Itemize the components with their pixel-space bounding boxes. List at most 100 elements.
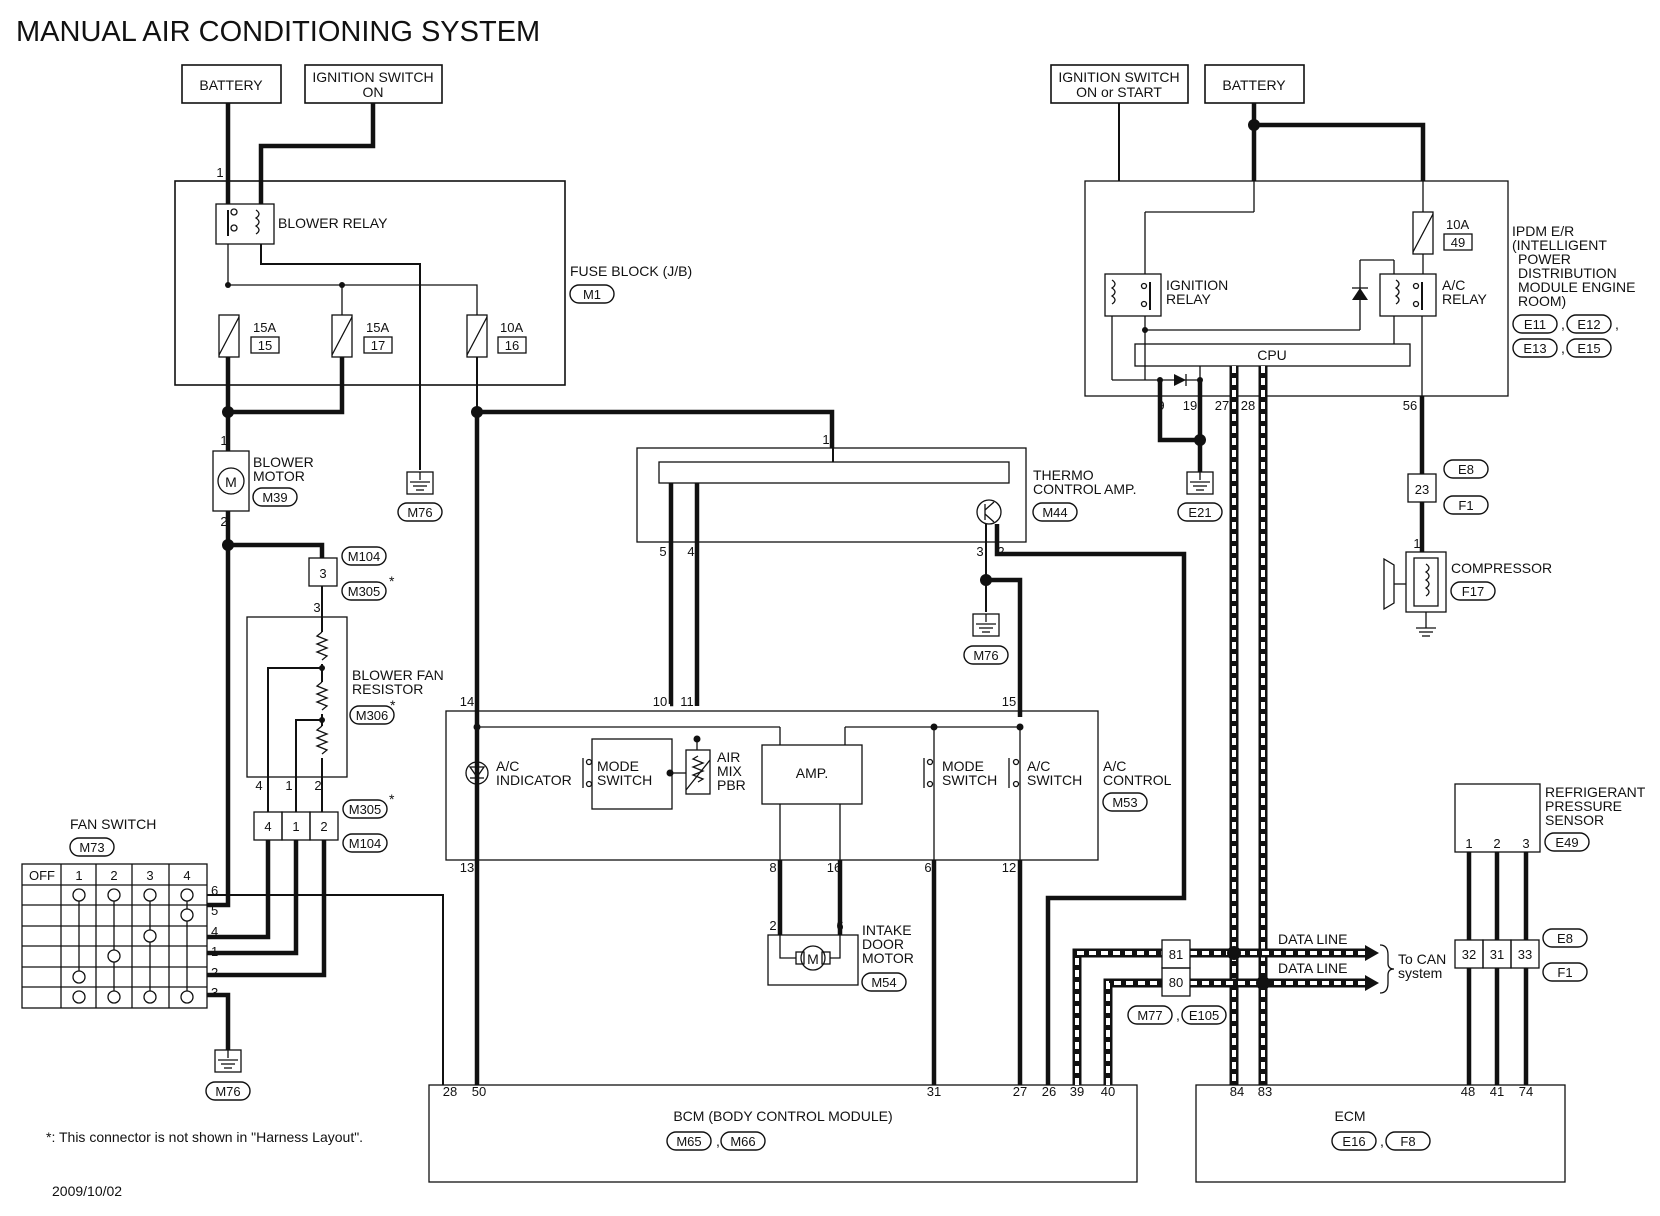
svg-text:A/C: A/C bbox=[1103, 758, 1126, 774]
svg-text:27: 27 bbox=[1013, 1084, 1027, 1099]
svg-text:OFF: OFF bbox=[29, 868, 55, 883]
svg-text:E8: E8 bbox=[1557, 931, 1573, 946]
svg-text:1: 1 bbox=[1413, 536, 1420, 551]
svg-text:E8: E8 bbox=[1458, 462, 1474, 477]
thermo-control-amp: 1 THERMO CONTROL AMP. M44 5 4 3 2 bbox=[636, 432, 1136, 559]
svg-text:11: 11 bbox=[680, 694, 694, 709]
svg-text:M39: M39 bbox=[262, 490, 287, 505]
svg-text:4: 4 bbox=[211, 924, 218, 939]
svg-text:REFRIGERANT: REFRIGERANT bbox=[1545, 784, 1646, 800]
svg-text:F1: F1 bbox=[1458, 498, 1473, 513]
svg-text:E11: E11 bbox=[1524, 317, 1546, 332]
svg-text:1: 1 bbox=[211, 944, 218, 959]
ground-symbol-e21: E21 bbox=[1177, 471, 1223, 522]
svg-text:MIX: MIX bbox=[717, 763, 743, 779]
footnote: *: This connector is not shown in "Harne… bbox=[46, 1129, 363, 1145]
svg-text:16: 16 bbox=[505, 338, 519, 353]
svg-text:A/C: A/C bbox=[1027, 758, 1050, 774]
svg-text:1: 1 bbox=[75, 868, 82, 883]
svg-text:SWITCH: SWITCH bbox=[1027, 772, 1082, 788]
blower-fan-resistor: BLOWER FAN RESISTOR M306 * 4 1 2 bbox=[246, 586, 444, 812]
svg-text:BCM (BODY CONTROL MODULE): BCM (BODY CONTROL MODULE) bbox=[673, 1108, 892, 1124]
svg-text:6: 6 bbox=[836, 918, 843, 933]
svg-text:PBR: PBR bbox=[717, 777, 746, 793]
svg-text:E49: E49 bbox=[1555, 835, 1578, 850]
svg-text:M77: M77 bbox=[1137, 1008, 1162, 1023]
svg-text:IGNITION SWITCH: IGNITION SWITCH bbox=[1058, 69, 1179, 85]
svg-text:4: 4 bbox=[183, 868, 190, 883]
svg-text:ON or START: ON or START bbox=[1076, 84, 1162, 100]
svg-text:SWITCH: SWITCH bbox=[942, 772, 997, 788]
svg-text:MOTOR: MOTOR bbox=[253, 468, 305, 484]
svg-text:48: 48 bbox=[1461, 1084, 1475, 1099]
svg-text:BLOWER: BLOWER bbox=[253, 454, 314, 470]
svg-text:SENSOR: SENSOR bbox=[1545, 812, 1604, 828]
svg-text:INTAKE: INTAKE bbox=[862, 922, 912, 938]
svg-text:2: 2 bbox=[211, 965, 218, 980]
svg-text:6: 6 bbox=[211, 883, 218, 898]
svg-text:31: 31 bbox=[927, 1084, 941, 1099]
svg-text:1: 1 bbox=[1465, 836, 1472, 851]
svg-text:POWER: POWER bbox=[1518, 251, 1571, 267]
harness-connector-4-1-2: 4 1 2 M305 * M104 bbox=[253, 791, 395, 853]
svg-text:MODULE ENGINE: MODULE ENGINE bbox=[1518, 279, 1635, 295]
diagram-title: MANUAL AIR CONDITIONING SYSTEM bbox=[16, 16, 540, 48]
ground-symbol-m76-lower: M76 bbox=[205, 1049, 251, 1101]
svg-text:32: 32 bbox=[1462, 947, 1476, 962]
ac-control: 14 10 11 15 13 8 16 6 12 A/C CONTROL M53… bbox=[445, 694, 1172, 875]
svg-text:M44: M44 bbox=[1042, 505, 1067, 520]
svg-text:ROOM): ROOM) bbox=[1518, 293, 1566, 309]
svg-text:E12: E12 bbox=[1577, 317, 1600, 332]
sensor-connector: 32 31 33 E8 F1 bbox=[1454, 928, 1588, 982]
ecm: 84 83 48 41 74 ECM E16 , F8 bbox=[1195, 1084, 1566, 1183]
svg-text:28: 28 bbox=[1241, 398, 1255, 413]
svg-text:AMP.: AMP. bbox=[796, 765, 828, 781]
svg-text:1: 1 bbox=[292, 819, 299, 834]
ignition-switch-on-or-start: IGNITION SWITCH ON or START bbox=[1050, 64, 1189, 104]
svg-text:80: 80 bbox=[1169, 975, 1183, 990]
svg-text:1: 1 bbox=[285, 778, 292, 793]
svg-text:*: * bbox=[389, 573, 395, 589]
refrigerant-pressure-sensor: 1 2 3 REFRIGERANT PRESSURE SENSOR E49 bbox=[1454, 783, 1646, 853]
svg-text:CONTROL: CONTROL bbox=[1103, 772, 1172, 788]
svg-text:F17: F17 bbox=[1462, 584, 1484, 599]
svg-text:E21: E21 bbox=[1188, 505, 1211, 520]
svg-text:17: 17 bbox=[371, 338, 385, 353]
svg-text:CONTROL AMP.: CONTROL AMP. bbox=[1033, 481, 1136, 497]
ground-symbol-m76-upper: M76 bbox=[397, 471, 443, 522]
svg-text:E16: E16 bbox=[1342, 1134, 1365, 1149]
svg-text:16: 16 bbox=[827, 860, 841, 875]
svg-text:1: 1 bbox=[822, 432, 829, 447]
compressor-connector: 23 E8 F1 bbox=[1407, 459, 1489, 515]
svg-text:15A: 15A bbox=[366, 320, 389, 335]
svg-text:2: 2 bbox=[110, 868, 117, 883]
svg-text:F8: F8 bbox=[1400, 1134, 1415, 1149]
svg-text:RELAY: RELAY bbox=[1442, 291, 1488, 307]
svg-text:M53: M53 bbox=[1112, 795, 1137, 810]
svg-text:14: 14 bbox=[460, 694, 474, 709]
svg-text:8: 8 bbox=[769, 860, 776, 875]
ipdm-er: IPDM E/R (INTELLIGENT POWER DISTRIBUTION… bbox=[1084, 180, 1635, 413]
svg-text:41: 41 bbox=[1490, 1084, 1504, 1099]
svg-text:3: 3 bbox=[1522, 836, 1529, 851]
svg-text:,: , bbox=[716, 1133, 720, 1149]
svg-text:DISTRIBUTION: DISTRIBUTION bbox=[1518, 265, 1617, 281]
compressor: 1 COMPRESSOR F17 bbox=[1383, 536, 1552, 637]
battery-right: BATTERY bbox=[1204, 64, 1305, 104]
svg-text:23: 23 bbox=[1415, 482, 1429, 497]
svg-text:3: 3 bbox=[976, 544, 983, 559]
svg-text:M76: M76 bbox=[407, 505, 432, 520]
svg-text:E105: E105 bbox=[1189, 1008, 1219, 1023]
svg-text:ECM: ECM bbox=[1334, 1108, 1365, 1124]
bcm: 28 50 31 27 26 39 40 BCM (BODY CONTROL M… bbox=[428, 1084, 1138, 1183]
fuse-16: 10A 16 bbox=[466, 314, 527, 358]
svg-text:ON: ON bbox=[363, 84, 384, 100]
svg-text:10A: 10A bbox=[500, 320, 523, 335]
svg-text:BATTERY: BATTERY bbox=[1222, 77, 1286, 93]
svg-text:3: 3 bbox=[146, 868, 153, 883]
svg-text:84: 84 bbox=[1230, 1084, 1244, 1099]
svg-text:M66: M66 bbox=[730, 1134, 755, 1149]
connector-3: 3 M104 M305 * 3 bbox=[308, 546, 395, 615]
svg-text:10: 10 bbox=[653, 694, 667, 709]
